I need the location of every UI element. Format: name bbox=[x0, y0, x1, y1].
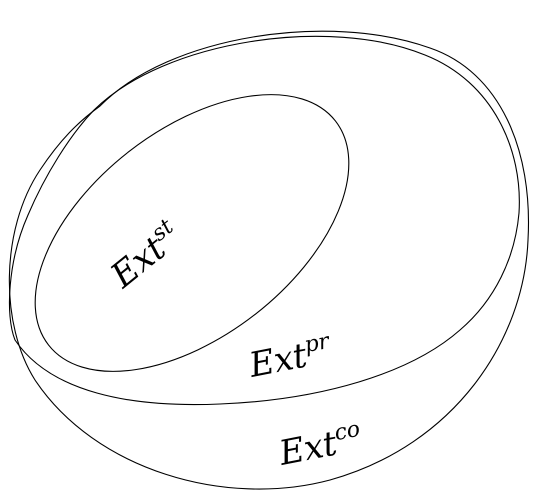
ext-st-label: Extst bbox=[101, 214, 189, 296]
ext-co-label: Extco bbox=[275, 417, 366, 474]
ext-pr-boundary bbox=[8, 35, 520, 406]
ext-pr-label-base: Ext bbox=[245, 336, 311, 387]
ext-co-label-sup: co bbox=[332, 417, 362, 446]
ext-pr-label-sup: pr bbox=[302, 329, 332, 359]
ext-co-boundary bbox=[8, 30, 530, 490]
ext-pr-label: Extpr bbox=[245, 329, 336, 386]
ext-co-label-base: Ext bbox=[275, 424, 341, 475]
ext-st-boundary bbox=[34, 94, 350, 372]
